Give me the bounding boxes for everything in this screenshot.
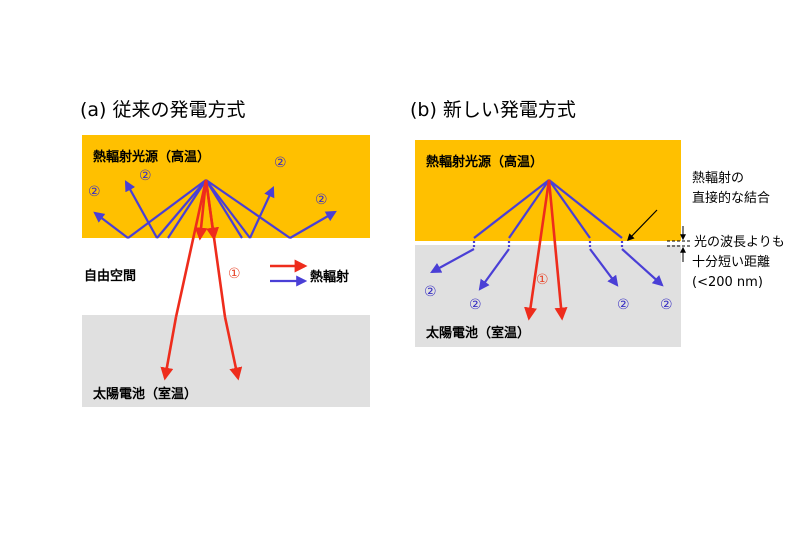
panel-a-mark-direct: ① (228, 266, 241, 282)
panel-a-mark-reflected-3: ② (274, 155, 287, 171)
panel-a-heading: (a) 従来の発電方式 (80, 99, 246, 121)
panel-a-blue-ray-2b (124, 180, 158, 239)
gap-note-line-2: 十分短い距離 (692, 255, 771, 270)
gap-note-line-1: 光の波長よりも (694, 235, 785, 250)
panel-a-blue-ray-2 (156, 179, 207, 239)
panel-b-reflected-rays (430, 179, 664, 291)
coupling-note-line-1: 熱輻射の (692, 171, 745, 186)
panel-a-blue-ray-1 (127, 179, 207, 239)
legend-label: 熱輻射 (310, 270, 350, 285)
gap-dimension-marker (667, 226, 692, 262)
panel-b-mark-direct: ① (536, 272, 549, 288)
panel-a-cell-label: 太陽電池（室温） (93, 387, 198, 402)
coupling-pointer-arrow (626, 209, 658, 242)
panel-a-blue-ray-5 (205, 179, 243, 239)
panel-a-source-label: 熱輻射光源（高温） (93, 150, 211, 165)
panel-b-heading: (b) 新しい発電方式 (410, 99, 576, 121)
panel-b-direct-rays (524, 179, 568, 321)
gap-note-line-3: (<200 nm) (692, 275, 763, 290)
panel-a-red-ray-1 (174, 179, 208, 318)
panel-a-blue-ray-3 (205, 179, 251, 239)
panel-a-blue-ray-3b (249, 186, 275, 239)
panel-a-gap-label: 自由空間 (84, 269, 137, 284)
panel-a-direct-rays (160, 179, 243, 381)
panel-b-source-label: 熱輻射光源（高温） (426, 155, 544, 170)
panel-a-blue-ray-4b (289, 210, 337, 239)
panel-b-cell-label: 太陽電池（室温） (426, 326, 531, 341)
panel-a-red-ray-4 (204, 179, 220, 241)
panel-b-mark-reflected-4: ② (660, 297, 673, 313)
coupling-note-line-2: 直接的な結合 (692, 191, 771, 206)
panel-b-mark-reflected-3: ② (617, 297, 630, 313)
panel-a-solar-cell-box (82, 315, 370, 407)
panel-a-red-ray-1b (160, 316, 178, 381)
panel-a-red-ray-3 (194, 179, 208, 241)
panel-a-red-ray-2b (223, 316, 243, 381)
panel-a-blue-ray-1b (93, 211, 129, 239)
panel-a-mark-reflected-2: ② (139, 168, 152, 184)
panel-a-mark-reflected-1: ② (88, 184, 101, 200)
panel-a-blue-ray-4 (205, 179, 291, 239)
panel-a-mark-reflected-4: ② (315, 192, 328, 208)
panel-a-reflected-rays (93, 179, 337, 239)
panel-b-mark-reflected-2: ② (469, 297, 482, 313)
panel-b-mark-reflected-1: ② (424, 284, 437, 300)
panel-a-blue-ray-6 (167, 179, 207, 239)
